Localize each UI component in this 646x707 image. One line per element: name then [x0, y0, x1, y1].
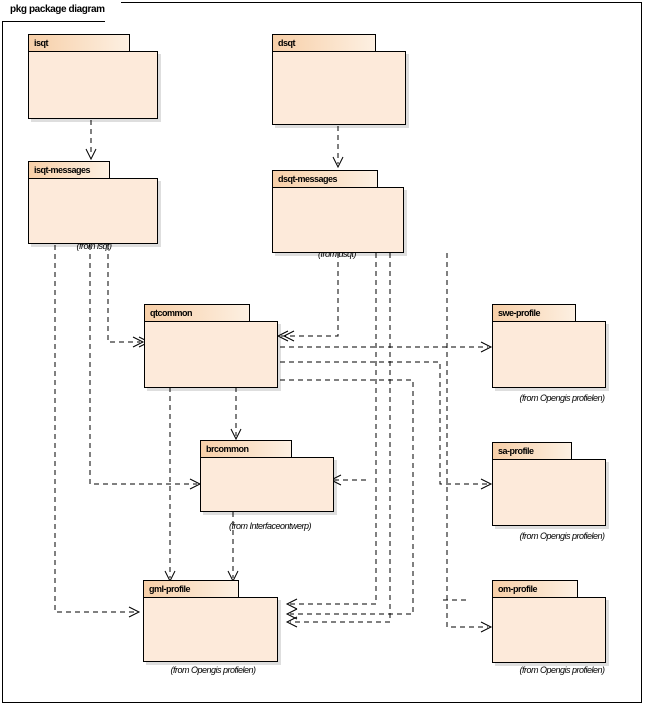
package-isqt-label: isqt [34, 38, 49, 48]
package-gml-profile-label: gml-profile [149, 584, 191, 594]
package-swe-profile[interactable]: swe-profile [492, 304, 612, 388]
package-qtcommon-label: qtcommon [150, 308, 193, 318]
package-isqt-messages-body [28, 178, 158, 244]
package-isqt-body [28, 51, 158, 119]
package-sa-profile[interactable]: sa-profile [492, 442, 612, 526]
package-om-profile-from: (from Opengis profielen) [519, 665, 605, 675]
package-om-profile-tab: om-profile [492, 580, 578, 598]
package-swe-profile-tab: swe-profile [492, 304, 576, 322]
package-om-profile[interactable]: om-profile [492, 580, 612, 664]
package-gml-profile-tab: gml-profile [143, 580, 239, 598]
diagram-frame-tab-slant [105, 2, 121, 23]
package-dsqt-tab: dsqt [272, 34, 376, 52]
package-brcommon-tab: brcommon [200, 440, 292, 458]
package-dsqt[interactable]: dsqt [272, 34, 412, 126]
package-brcommon[interactable]: brcommon [200, 440, 340, 512]
package-qtcommon-body [144, 321, 278, 388]
package-brcommon-label: brcommon [206, 444, 249, 454]
package-dsqt-label: dsqt [278, 38, 296, 48]
diagram-title: pkg package diagram [10, 4, 105, 15]
package-swe-profile-from: (from Opengis profielen) [519, 393, 605, 403]
package-qtcommon[interactable]: qtcommon [144, 304, 284, 388]
package-gml-profile-body [143, 597, 278, 662]
package-isqt-tab: isqt [28, 34, 130, 52]
package-isqt[interactable]: isqt [28, 34, 168, 120]
package-swe-profile-label: swe-profile [498, 308, 541, 318]
package-om-profile-label: om-profile [498, 584, 538, 594]
package-brcommon-body [200, 457, 334, 512]
package-qtcommon-tab: qtcommon [144, 304, 250, 322]
package-sa-profile-tab: sa-profile [492, 442, 572, 460]
package-gml-profile[interactable]: gml-profile [143, 580, 283, 664]
package-gml-profile-from: (from Opengis profielen) [170, 665, 256, 675]
package-sa-profile-from: (from Opengis profielen) [519, 531, 605, 541]
package-sa-profile-body [492, 459, 606, 526]
package-dsqt-messages-body [272, 187, 404, 253]
package-om-profile-body [492, 597, 606, 663]
package-isqt-messages-tab: isqt-messages [28, 161, 110, 179]
package-sa-profile-label: sa-profile [498, 446, 534, 456]
package-dsqt-body [272, 51, 406, 125]
package-dsqt-messages[interactable]: dsqt-messages [272, 170, 408, 254]
package-dsqt-messages-tab: dsqt-messages [272, 170, 378, 188]
package-swe-profile-body [492, 321, 606, 388]
package-isqt-messages[interactable]: isqt-messages [28, 161, 164, 245]
package-isqt-messages-label: isqt-messages [34, 165, 91, 175]
package-dsqt-messages-label: dsqt-messages [278, 174, 338, 184]
package-brcommon-from: (from Interfaceontwerp) [228, 521, 312, 531]
